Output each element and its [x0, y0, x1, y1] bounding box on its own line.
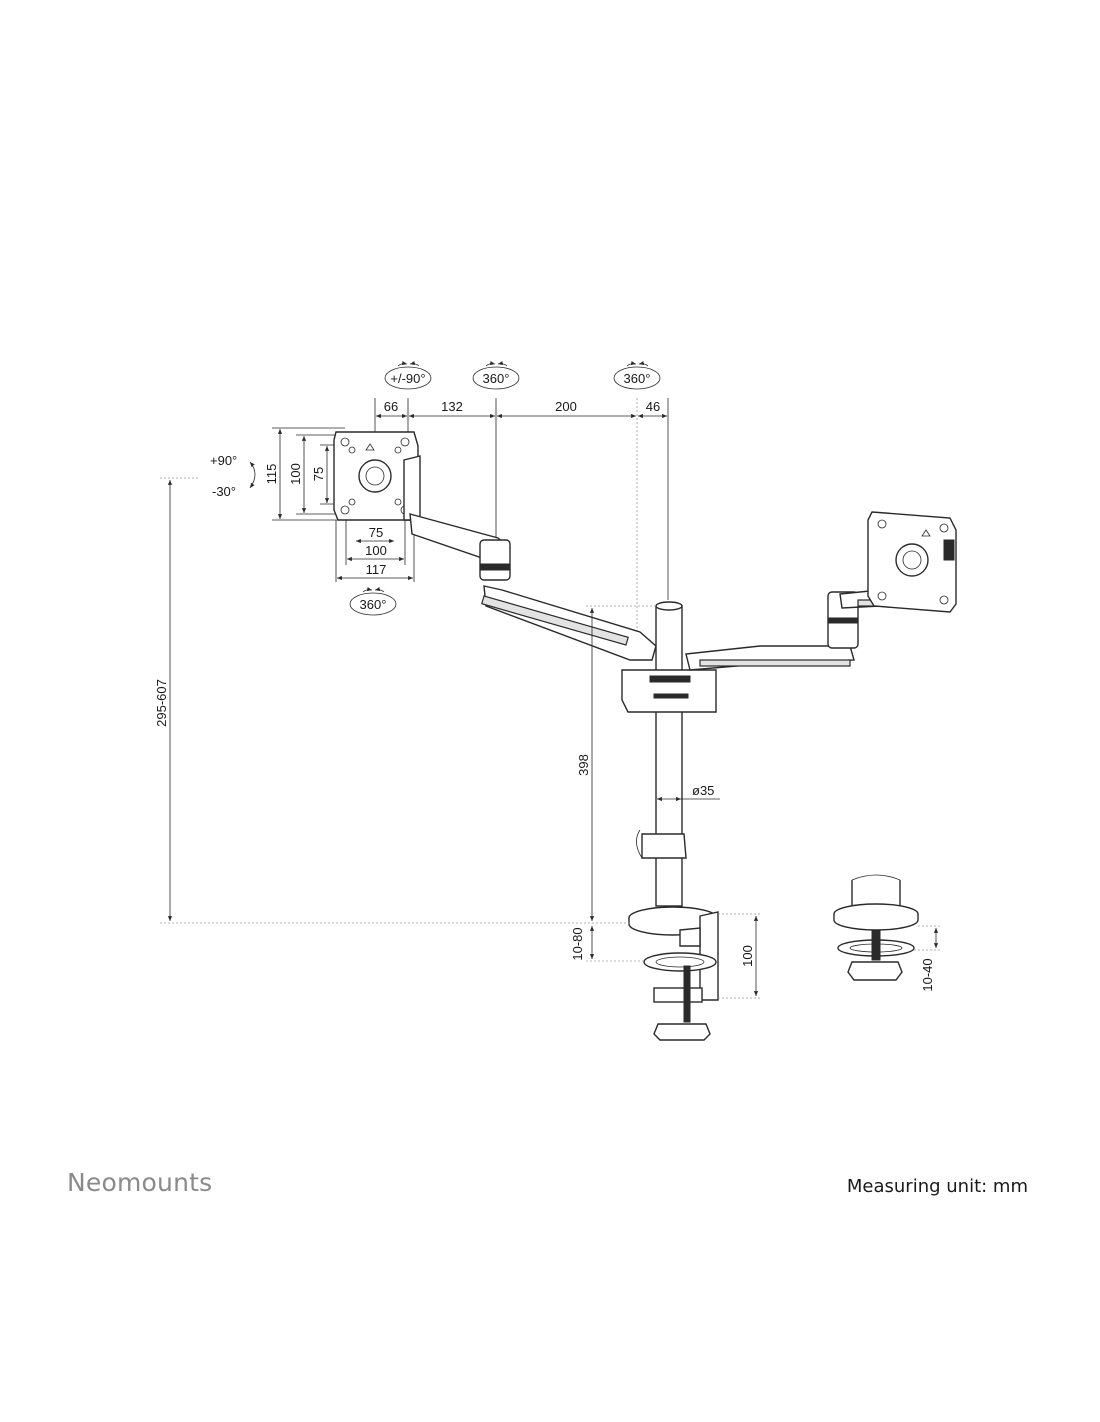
dim-clamp-range: 10-80: [570, 927, 585, 960]
right-vesa-plate: [867, 511, 957, 613]
dim-75-horizontal: 75: [369, 525, 383, 540]
grommet-mount: [833, 874, 919, 981]
dim-46: 46: [646, 399, 660, 414]
measuring-unit-label: Measuring unit: mm: [846, 1176, 1028, 1197]
joint2-rotation-label: 360°: [624, 371, 651, 386]
top-dimension-chain: 66 132 200 46: [374, 398, 669, 660]
dim-clamp-height: 100: [740, 945, 755, 967]
left-arm: [403, 455, 657, 661]
joint1-rotation-label: 360°: [483, 371, 510, 386]
dim-100-horizontal: 100: [365, 543, 387, 558]
desk-clamp: [628, 906, 719, 1041]
vesa-vertical-dims: 115 100 75: [264, 427, 345, 521]
vesa-horizontal-dims: 75 100 117: [335, 520, 415, 582]
left-vesa-plate: [333, 431, 419, 521]
dim-pole-diameter: ø35: [692, 783, 714, 798]
height-dims: 295-607 398 ø35 10-80 100 10-40: [154, 477, 942, 999]
dim-pole-height: 398: [576, 754, 591, 776]
tilt-range-label: +/-90°: [390, 371, 425, 386]
dim-grommet-range: 10-40: [920, 958, 935, 991]
tilt-up-label: +90°: [210, 453, 237, 468]
rotation-swivel-ellipse: 360°: [349, 587, 397, 616]
tilt-down-label: -30°: [212, 484, 236, 499]
dim-height-range: 295-607: [154, 679, 169, 727]
swivel-rotation-label: 360°: [360, 597, 387, 612]
dim-100-vertical: 100: [288, 463, 303, 485]
dim-66: 66: [384, 399, 398, 414]
dim-115: 115: [264, 464, 279, 485]
brand-logo: Neomounts: [67, 1168, 213, 1197]
rotation-joint1-ellipse: 360°: [472, 361, 520, 390]
rotation-tilt-ellipse: +/-90°: [384, 361, 432, 390]
dim-132: 132: [441, 399, 463, 414]
dim-117: 117: [366, 562, 387, 577]
tilt-indicator: +90° -30°: [210, 453, 256, 499]
pole: [621, 601, 717, 907]
dim-75-vertical: 75: [311, 467, 326, 481]
rotation-joint2-ellipse: 360°: [613, 361, 661, 390]
dim-200: 200: [555, 399, 577, 414]
